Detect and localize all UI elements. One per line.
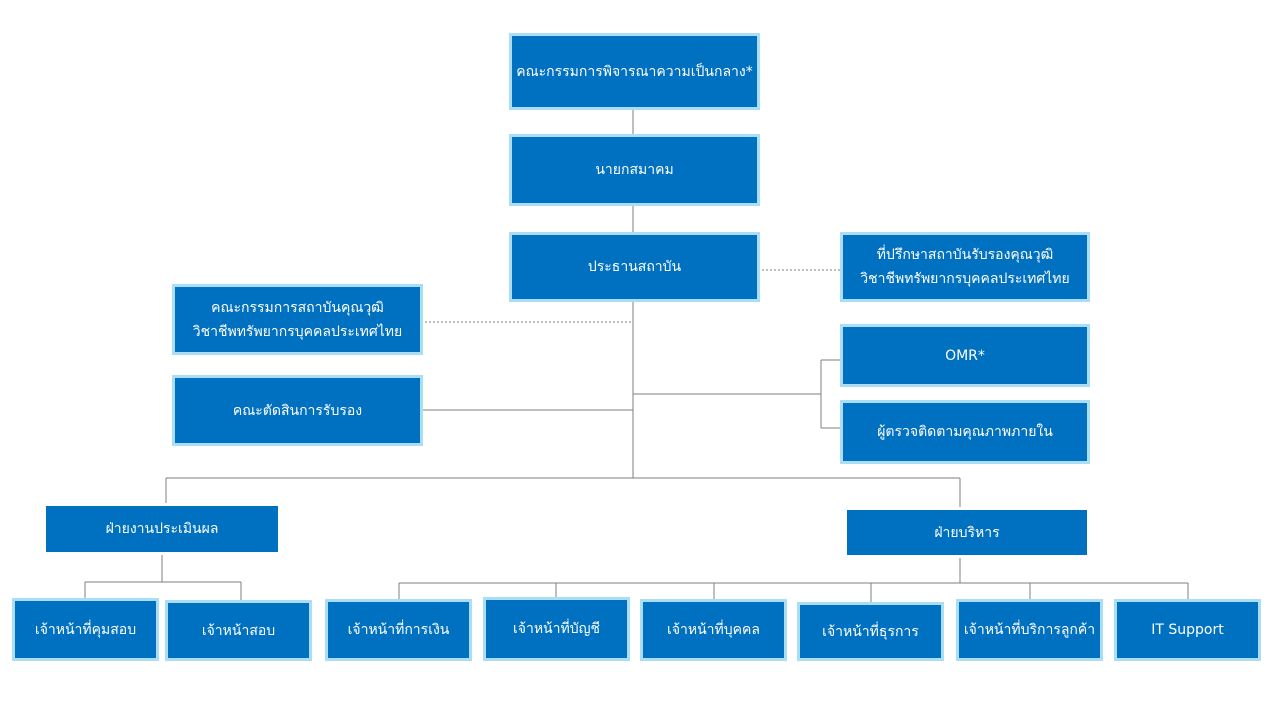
neutral-committee-label: คณะกรรมการพิจารณาความเป็นกลาง* — [516, 63, 753, 80]
quality-auditor-label: ผู้ตรวจติดตามคุณภาพภายใน — [877, 424, 1053, 440]
exam-supervisor-label: เจ้าหน้าที่คุมสอบ — [34, 621, 137, 638]
finance-officer-box: เจ้าหน้าที่การเงิน — [325, 599, 472, 661]
institute-committee-box: คณะกรรมการสถาบันคุณวุฒิ วิชาชีพทรัพยากรบ… — [172, 284, 423, 355]
admin-dept-box: ฝ่ายบริหาร — [844, 507, 1090, 558]
institute-committee-label-line1: คณะกรรมการสถาบันคุณวุฒิ — [211, 299, 384, 316]
admin-officer-label: เจ้าหน้าที่ธุรการ — [822, 623, 919, 640]
hr-officer-box: เจ้าหน้าที่บุคคล — [640, 599, 787, 661]
association-president-label: นายกสมาคม — [595, 162, 674, 178]
examiner-label: เจ้าหน้าสอบ — [201, 622, 276, 639]
finance-officer-label: เจ้าหน้าที่การเงิน — [347, 622, 450, 638]
accounting-officer-label: เจ้าหน้าที่บัญชี — [512, 621, 601, 637]
association-president-box: นายกสมาคม — [509, 134, 760, 206]
assessment-dept-box: ฝ่ายงานประเมินผล — [43, 503, 281, 555]
certification-committee-box: คณะตัดสินการรับรอง — [172, 375, 423, 446]
customer-service-officer-label: เจ้าหน้าที่บริการลูกค้า — [963, 622, 1096, 638]
admin-officer-box: เจ้าหน้าที่ธุรการ — [797, 602, 944, 661]
exam-supervisor-box: เจ้าหน้าที่คุมสอบ — [12, 598, 159, 661]
advisor-label-line2: วิชาชีพทรัพยากรบุคคลประเทศไทย — [860, 271, 1070, 287]
omr-label: OMR* — [945, 347, 985, 364]
institute-committee-label-line2: วิชาชีพทรัพยากรบุคคลประเทศไทย — [192, 323, 403, 340]
hr-officer-label: เจ้าหน้าที่บุคคล — [667, 622, 760, 638]
advisor-box: ที่ปรึกษาสถาบันรับรองคุณวุฒิ วิชาชีพทรัพ… — [840, 232, 1090, 302]
examiner-box: เจ้าหน้าสอบ — [165, 600, 312, 661]
certification-committee-label: คณะตัดสินการรับรอง — [232, 402, 363, 419]
assessment-dept-label: ฝ่ายงานประเมินผล — [105, 521, 219, 537]
it-support-box: IT Support — [1114, 599, 1261, 661]
admin-dept-label: ฝ่ายบริหาร — [934, 524, 1000, 541]
accounting-officer-box: เจ้าหน้าที่บัญชี — [483, 597, 630, 661]
it-support-label: IT Support — [1151, 622, 1224, 638]
neutral-committee-box: คณะกรรมการพิจารณาความเป็นกลาง* — [509, 33, 760, 110]
advisor-label-line1: ที่ปรึกษาสถาบันรับรองคุณวุฒิ — [876, 247, 1054, 263]
omr-box: OMR* — [840, 324, 1090, 387]
customer-service-officer-box: เจ้าหน้าที่บริการลูกค้า — [956, 599, 1103, 661]
institute-chair-box: ประธานสถาบัน — [509, 232, 760, 302]
quality-auditor-box: ผู้ตรวจติดตามคุณภาพภายใน — [840, 400, 1090, 464]
institute-chair-label: ประธานสถาบัน — [587, 259, 682, 275]
